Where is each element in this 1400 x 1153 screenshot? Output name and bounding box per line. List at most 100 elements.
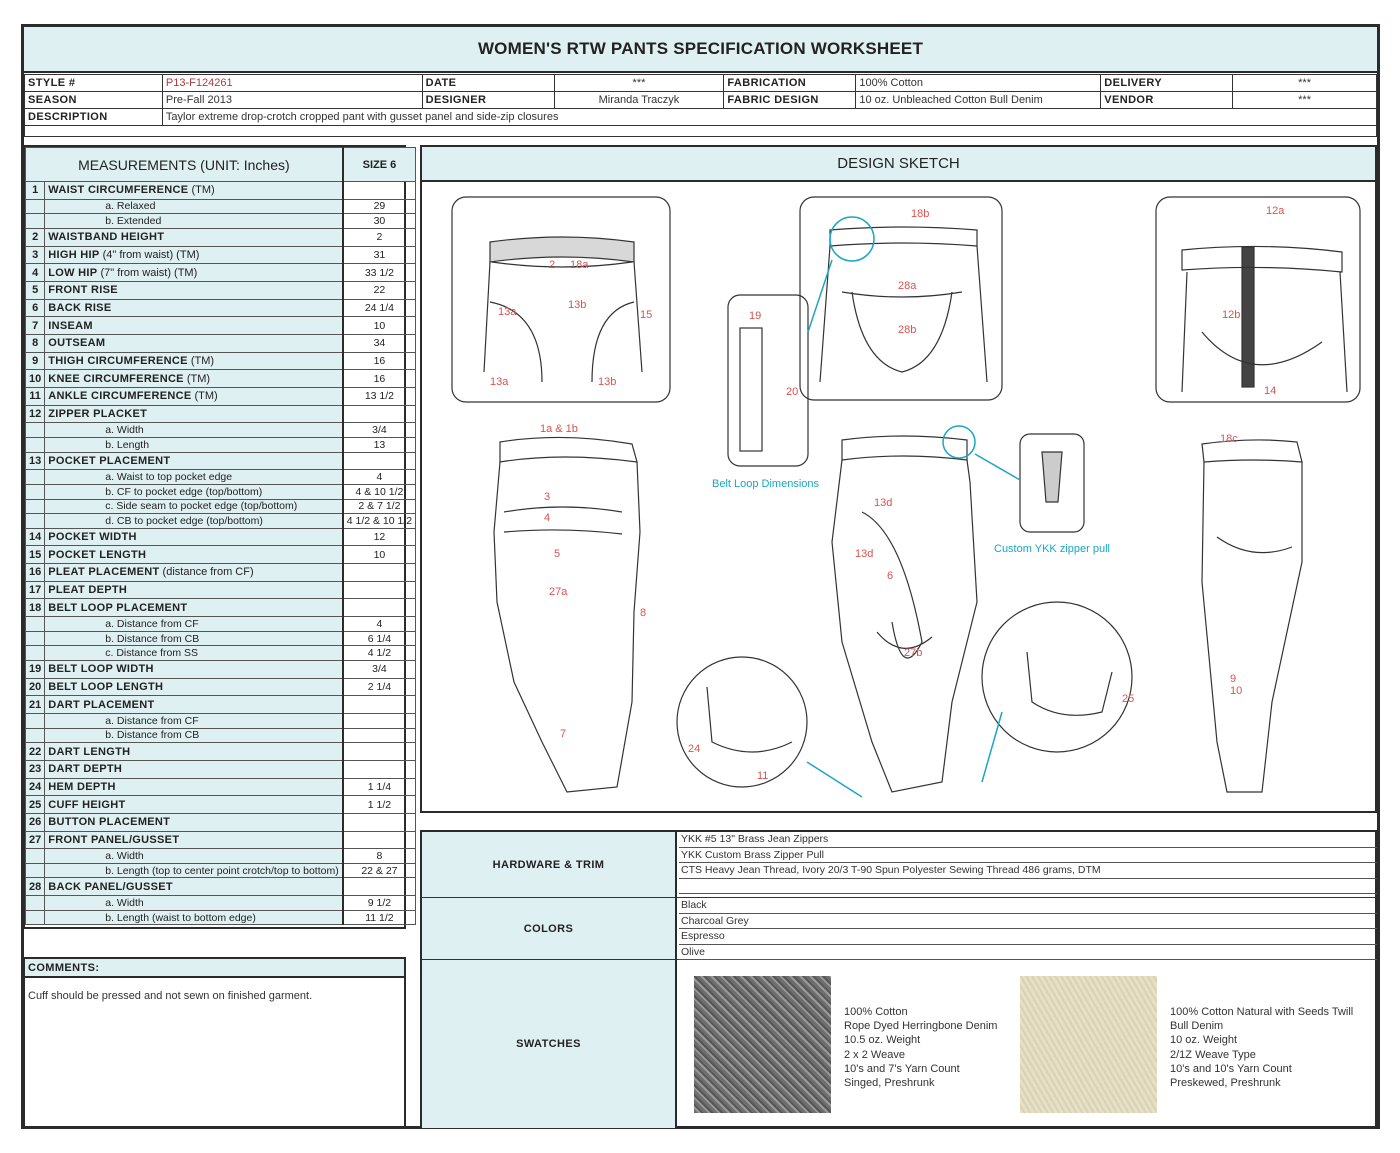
dimension-label: 15: [640, 309, 652, 321]
measurement-number: 4: [24, 263, 46, 282]
measurement-number: 22: [24, 742, 46, 761]
swatch-spec-line: Bull Denim: [1170, 1020, 1224, 1033]
hardware-item: YKK #5 13" Brass Jean Zippers: [679, 832, 1377, 848]
color-item: Charcoal Grey: [679, 914, 1377, 930]
measurement-title: ANKLE CIRCUMFERENCE: [48, 390, 192, 403]
measurement-value: 8: [342, 848, 417, 864]
measurement-name: a. Waist to top pocket edge: [44, 469, 344, 485]
measurement-title: BELT LOOP LENGTH: [48, 680, 164, 693]
measurement-row: b. Distance from CB: [24, 727, 417, 744]
measurement-value: [342, 181, 417, 200]
measurement-value: 12: [342, 527, 417, 547]
measurement-row: d. CB to pocket edge (top/bottom)4 1/2 &…: [24, 513, 417, 529]
dimension-label: 12a: [1266, 205, 1285, 217]
style-label: STYLE #: [24, 74, 163, 92]
measurement-value: 11 1/2: [342, 909, 417, 926]
dimension-label: 27b: [904, 647, 922, 659]
measurement-row: c. Side seam to pocket edge (top/bottom)…: [24, 498, 417, 515]
measurement-name: b. Length (top to center point crotch/to…: [44, 862, 344, 879]
measurement-name: LOW HIP (7" from waist) (TM): [44, 263, 344, 282]
measurement-number: 15: [24, 545, 46, 565]
measurement-note: (distance from CF): [159, 566, 254, 579]
measurement-name: ANKLE CIRCUMFERENCE (TM): [44, 387, 344, 406]
measurement-number: 8: [24, 334, 46, 353]
measurement-name: CUFF HEIGHT: [44, 795, 344, 814]
dimension-label: 18a: [570, 259, 589, 271]
measurement-name: BELT LOOP WIDTH: [44, 659, 344, 679]
dimension-label: 28a: [898, 280, 917, 292]
measurement-name: c. Distance from SS: [44, 645, 344, 661]
swatch-spec-line: Rope Dyed Herringbone Denim: [844, 1020, 998, 1033]
measurement-title: BELT LOOP PLACEMENT: [48, 601, 188, 614]
measurement-title: CUFF HEIGHT: [48, 798, 126, 811]
measurement-value: 13 1/2: [342, 387, 417, 406]
measurement-number: [24, 198, 46, 215]
measurement-name: THIGH CIRCUMFERENCE (TM): [44, 351, 344, 371]
measurement-name: PLEAT DEPTH: [44, 580, 344, 600]
measurement-number: 19: [24, 659, 46, 679]
measurement-name: a. Width: [44, 422, 344, 439]
colors-label: COLORS: [422, 898, 677, 959]
measurement-title: BACK PANEL/GUSSET: [48, 880, 173, 893]
measurement-title: BELT LOOP WIDTH: [48, 663, 154, 676]
measurement-value: [342, 563, 417, 582]
measurement-number: 18: [24, 598, 46, 618]
measurement-value: [342, 812, 417, 832]
measurement-number: [24, 895, 46, 911]
measurement-name: a. Distance from CF: [44, 712, 344, 729]
measurement-number: [24, 848, 46, 864]
measurement-title: PLEAT PLACEMENT: [48, 566, 160, 579]
dimension-label: 18b: [911, 208, 929, 220]
measurement-number: 6: [24, 298, 46, 318]
measurement-value: 1 1/4: [342, 777, 417, 797]
measurement-number: 11: [24, 387, 46, 406]
measurement-value: 4 & 10 1/2: [342, 483, 417, 500]
measurement-name: a. Width: [44, 848, 344, 864]
dimension-label: 24: [688, 743, 700, 755]
measurement-name: a. Relaxed: [44, 198, 344, 215]
measurement-number: 16: [24, 563, 46, 582]
measurement-number: [24, 513, 46, 529]
hardware-item: YKK Custom Brass Zipper Pull: [679, 848, 1377, 864]
swatch-spec-line: Preskewed, Preshrunk: [1170, 1077, 1281, 1090]
measurement-name: POCKET WIDTH: [44, 527, 344, 547]
swatch-herringbone-image: [694, 976, 831, 1113]
measurement-value: 6 1/4: [342, 630, 417, 647]
measurement-number: 1: [24, 181, 46, 200]
measurement-number: 28: [24, 877, 46, 897]
measurement-title: POCKET WIDTH: [48, 531, 137, 544]
measurement-value: [342, 830, 417, 850]
measurement-title: LOW HIP: [48, 266, 98, 279]
dimension-label: 19: [749, 310, 761, 322]
measurement-value: [342, 404, 417, 424]
measurement-note: (TM): [188, 184, 215, 197]
color-item: Black: [679, 898, 1377, 914]
measurement-name: HEM DEPTH: [44, 777, 344, 797]
fabric-design-value: 10 oz. Unbleached Cotton Bull Denim: [855, 91, 1102, 109]
comments-label: COMMENTS:: [25, 959, 404, 978]
measurement-title: KNEE CIRCUMFERENCE: [48, 372, 184, 385]
description-value: Taylor extreme drop-crotch cropped pant …: [161, 108, 1378, 126]
measurement-value: 4 1/2 & 10 1/2: [342, 513, 417, 529]
swatch-spec-line: 10's and 7's Yarn Count: [844, 1062, 960, 1075]
measurement-name: b. Extended: [44, 213, 344, 229]
measurement-number: [24, 213, 46, 229]
dimension-label: 13d: [874, 497, 892, 509]
measurement-name: BUTTON PLACEMENT: [44, 812, 344, 832]
measurement-value: 2: [342, 227, 417, 247]
dimension-label: 14: [1264, 385, 1276, 397]
